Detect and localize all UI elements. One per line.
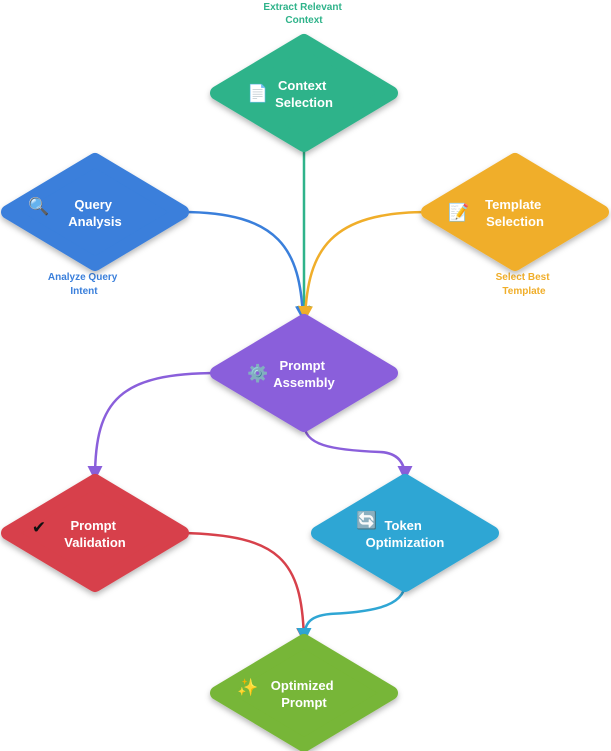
edge-assembly-to-validation (87, 371, 219, 481)
node-label: Optimized Prompt (271, 678, 337, 710)
edge-template-to-assembly (298, 210, 429, 321)
memo-icon: 📝 (448, 202, 469, 223)
node-prompt-validation[interactable]: ✔ Prompt Validation (1, 474, 189, 592)
node-optimized-prompt[interactable]: ✨ Optimized Prompt (210, 634, 398, 751)
magnifier-icon: 🔍 (28, 195, 49, 217)
edge-token-to-optimized (296, 582, 407, 643)
node-label: Template Selection (485, 197, 545, 229)
node-token-optimization[interactable]: 🔄 Token Optimization (311, 474, 499, 592)
node-prompt-assembly[interactable]: ⚙️ Prompt Assembly (210, 314, 398, 432)
node-label: Prompt Validation (64, 518, 125, 550)
edge-validation-to-optimized (181, 531, 312, 643)
connectors (87, 145, 429, 643)
check-icon: ✔ (32, 518, 46, 538)
annotation-analyze-query: Analyze Query Intent (48, 272, 120, 297)
edge-query-to-assembly (181, 210, 310, 321)
annotation-select-template: Select Best Template (496, 272, 553, 297)
node-template-selection[interactable]: 📝 Template Selection (421, 153, 609, 271)
gear-icon: ⚙️ (247, 363, 268, 384)
refresh-icon: 🔄 (356, 510, 377, 531)
node-query-analysis[interactable]: 🔍 Query Analysis (1, 153, 189, 271)
node-label: Context Selection (275, 78, 333, 110)
edge-assembly-to-token (302, 422, 413, 481)
annotations: Extract Relevant Context Analyze Query I… (48, 2, 553, 297)
node-label: Token Optimization (366, 518, 445, 550)
annotation-extract-context: Extract Relevant Context (263, 2, 344, 26)
node-label: Prompt Assembly (273, 358, 335, 390)
node-label: Query Analysis (68, 197, 121, 229)
sparkles-icon: ✨ (237, 678, 258, 698)
page-icon: 📄 (247, 83, 268, 104)
node-context-selection[interactable]: 📄 Context Selection (210, 34, 398, 152)
